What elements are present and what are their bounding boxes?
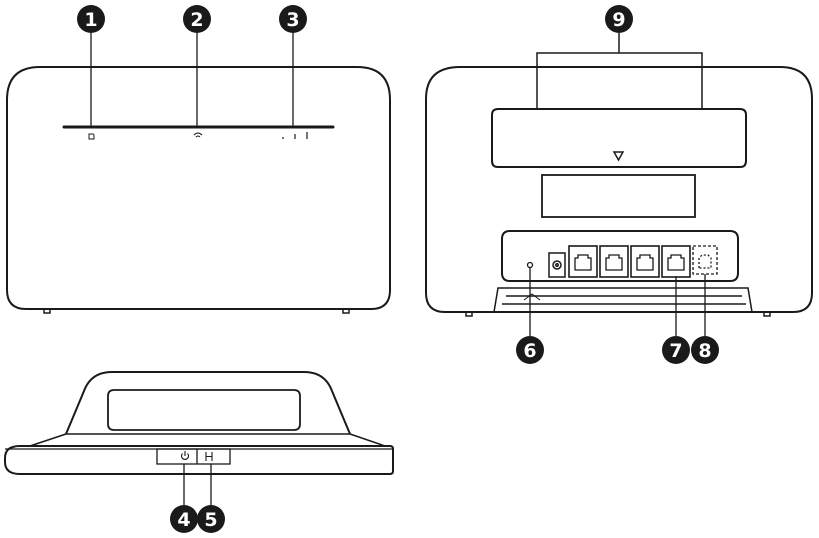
dc-power-icon bbox=[549, 253, 565, 277]
front-view-foot-right bbox=[343, 309, 349, 313]
back-view-foot-right bbox=[764, 312, 770, 316]
top-view-handle-opening bbox=[108, 390, 300, 430]
callout-7: 7 bbox=[662, 336, 690, 364]
wifi-icon bbox=[194, 133, 202, 137]
callout-9: 9 bbox=[605, 5, 633, 33]
top-view-base bbox=[5, 446, 393, 474]
callout-4-number: 4 bbox=[177, 509, 190, 531]
lan-port-4 bbox=[662, 246, 690, 277]
back-view bbox=[426, 33, 812, 336]
callout-4: 4 bbox=[170, 505, 198, 533]
back-view-stand bbox=[494, 288, 752, 312]
callout-8: 8 bbox=[691, 336, 719, 364]
callout-6: 6 bbox=[516, 336, 544, 364]
wps-icon bbox=[206, 452, 212, 461]
lan-port-2 bbox=[600, 246, 628, 277]
callout-2: 2 bbox=[183, 5, 211, 33]
callout-1: 1 bbox=[77, 5, 105, 33]
back-view-body bbox=[426, 67, 812, 312]
callout-1-number: 1 bbox=[84, 9, 97, 31]
callout-5-number: 5 bbox=[204, 509, 217, 531]
front-view-body bbox=[7, 67, 390, 309]
callout-9-number: 9 bbox=[612, 9, 625, 31]
callout-9-bracket bbox=[537, 53, 702, 108]
signal-bars-icon bbox=[283, 132, 307, 139]
sim-icon bbox=[89, 134, 94, 139]
callout-7-number: 7 bbox=[669, 340, 682, 362]
front-view bbox=[7, 33, 390, 313]
callout-6-number: 6 bbox=[523, 340, 536, 362]
reset-icon bbox=[528, 263, 533, 268]
telephone-port bbox=[693, 246, 717, 274]
callout-3-number: 3 bbox=[286, 9, 299, 31]
top-view-button-strip bbox=[157, 449, 230, 464]
callout-2-number: 2 bbox=[190, 9, 203, 31]
lan-port-1 bbox=[569, 246, 597, 277]
callout-5: 5 bbox=[197, 505, 225, 533]
front-view-foot-left bbox=[44, 309, 50, 313]
top-view bbox=[5, 372, 393, 505]
lan-port-3 bbox=[631, 246, 659, 277]
power-icon bbox=[182, 451, 189, 459]
callout-3: 3 bbox=[279, 5, 307, 33]
callout-8-number: 8 bbox=[698, 340, 711, 362]
back-view-foot-left bbox=[466, 312, 472, 316]
label-area bbox=[542, 175, 695, 217]
triangle-down-icon bbox=[614, 152, 623, 160]
